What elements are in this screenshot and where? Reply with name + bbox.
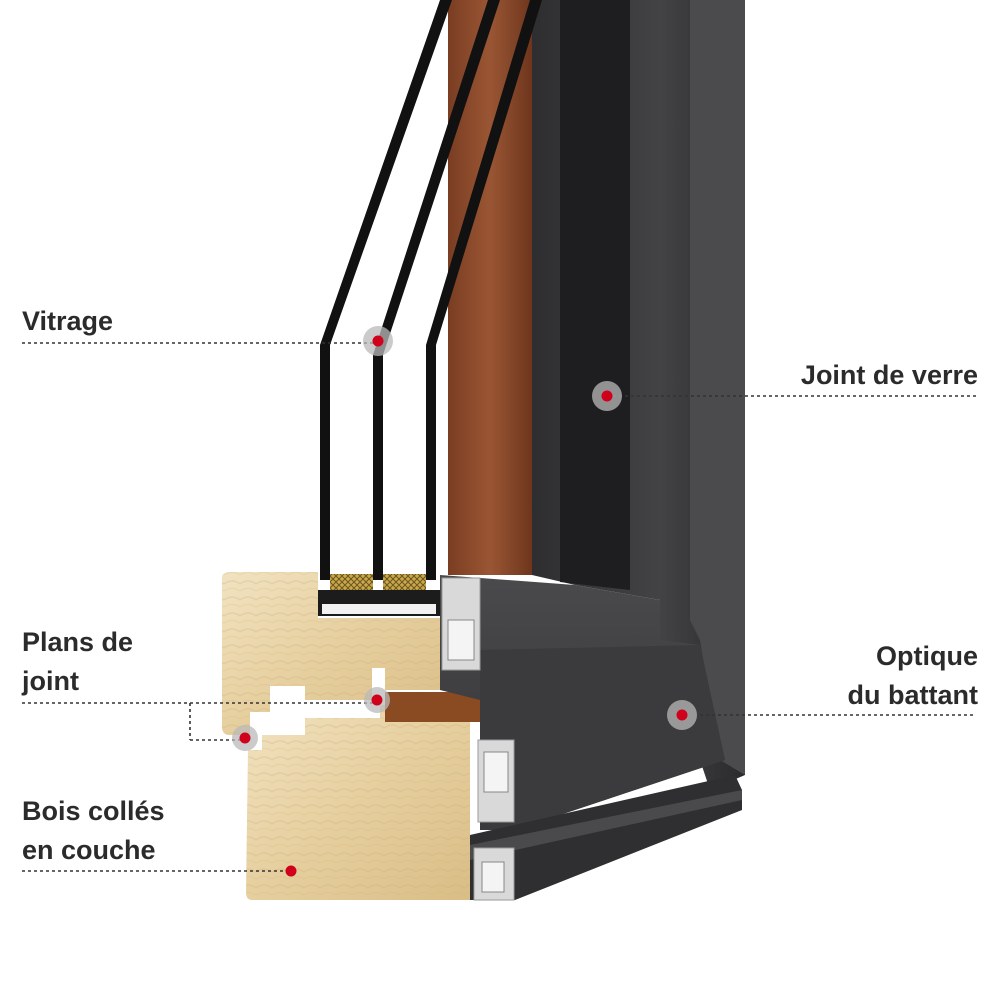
label-joint-de-verre: Joint de verre bbox=[801, 356, 978, 395]
clip-detail-1-inner bbox=[447, 619, 475, 661]
marker-plans-de-joint-upper bbox=[364, 687, 390, 713]
glass-pane-1 bbox=[320, 0, 452, 580]
aluminium-base-lip bbox=[470, 790, 742, 860]
aluminium-outer-face bbox=[690, 0, 745, 775]
marker-joint-de-verre bbox=[592, 381, 622, 411]
label-bois-colles-line-1: Bois collés bbox=[22, 796, 165, 826]
label-vitrage-line-1: Vitrage bbox=[22, 306, 114, 336]
label-joint-de-verre-line-1: Joint de verre bbox=[800, 360, 978, 390]
label-optique-du-battant-line-1: Optique bbox=[876, 641, 978, 671]
label-plans-de-joint: Plans de joint bbox=[22, 623, 133, 701]
spacer-right bbox=[383, 574, 426, 590]
spacer-left bbox=[330, 574, 373, 590]
label-bois-colles-line-2: en couche bbox=[22, 835, 156, 865]
leader-lines bbox=[22, 342, 976, 872]
label-vitrage: Vitrage bbox=[22, 302, 113, 341]
label-optique-du-battant-line-2: du battant bbox=[847, 680, 978, 710]
marker-bois-colles bbox=[285, 865, 297, 877]
glass-pane-3 bbox=[426, 0, 542, 580]
clip-detail-3-inner bbox=[481, 861, 505, 893]
interior-wood-frame bbox=[448, 0, 532, 575]
label-plans-de-joint-line-2: joint bbox=[22, 666, 79, 696]
marker-optique-du-battant bbox=[667, 700, 697, 730]
marker-plans-de-joint-lower bbox=[232, 725, 258, 751]
glazing-seal-white bbox=[322, 604, 436, 614]
label-bois-colles: Bois collés en couche bbox=[22, 792, 165, 870]
glass-pane-2 bbox=[373, 0, 500, 580]
label-optique-du-battant: Optique du battant bbox=[848, 637, 978, 715]
label-plans-de-joint-line-1: Plans de bbox=[22, 627, 134, 657]
aluminium-inner-recess bbox=[560, 0, 630, 590]
clip-detail-2-inner bbox=[483, 751, 509, 793]
aluminium-sash-front bbox=[480, 645, 725, 830]
marker-vitrage bbox=[363, 326, 393, 356]
wood-frame-brown-insert bbox=[385, 692, 480, 722]
